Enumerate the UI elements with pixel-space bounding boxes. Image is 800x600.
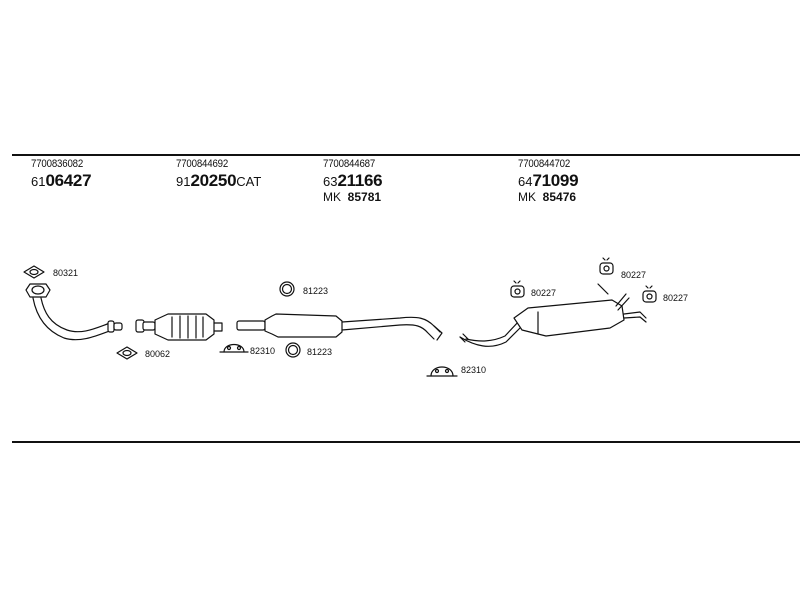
- label-gasket-mid: 80062: [145, 349, 170, 359]
- hanger-icon: [510, 280, 525, 298]
- hanger-icon: [642, 285, 657, 303]
- rubber-ring-icon: [279, 281, 295, 297]
- oe-reference: 7700844687: [323, 158, 376, 170]
- mounting-kit: MK 85781: [323, 190, 382, 204]
- hanger-icon: [599, 257, 614, 275]
- clamp-icon: [426, 366, 458, 377]
- column-middle-silencer: 7700844687 6321166 MK 85781: [323, 158, 383, 205]
- label-ring-lower: 81223: [307, 347, 332, 357]
- part-number: 6471099: [518, 171, 579, 190]
- gasket-icon: [23, 265, 45, 279]
- part-number: 9120250CAT: [176, 171, 262, 190]
- middle-silencer: [236, 313, 443, 341]
- label-hanger-left: 80227: [531, 288, 556, 298]
- front-pipe: [25, 283, 123, 341]
- label-gasket-front: 80321: [53, 268, 78, 278]
- oe-reference: 7700844692: [176, 158, 229, 170]
- oe-reference: 7700836082: [31, 158, 84, 170]
- catalytic-converter: [135, 313, 223, 341]
- label-ring-upper: 81223: [303, 286, 328, 296]
- label-clamp-mid: 82310: [250, 346, 275, 356]
- clamp-icon: [219, 343, 249, 353]
- rear-silencer: [459, 283, 647, 347]
- oe-reference: 7700844702: [518, 158, 571, 170]
- gasket-icon: [116, 346, 138, 360]
- column-front-pipe: 7700836082 6106427: [31, 158, 92, 190]
- label-hanger-top: 80227: [621, 270, 646, 280]
- part-number: 6321166: [323, 171, 383, 190]
- column-catalytic-converter: 7700844692 9120250CAT: [176, 158, 261, 190]
- part-number: 6106427: [31, 171, 92, 190]
- bottom-rule: [12, 441, 800, 443]
- rubber-ring-icon: [285, 342, 301, 358]
- column-rear-silencer: 7700844702 6471099 MK 85476: [518, 158, 579, 205]
- label-hanger-right: 80227: [663, 293, 688, 303]
- top-rule: [12, 154, 800, 156]
- mounting-kit: MK 85476: [518, 190, 577, 204]
- label-clamp-rear: 82310: [461, 365, 486, 375]
